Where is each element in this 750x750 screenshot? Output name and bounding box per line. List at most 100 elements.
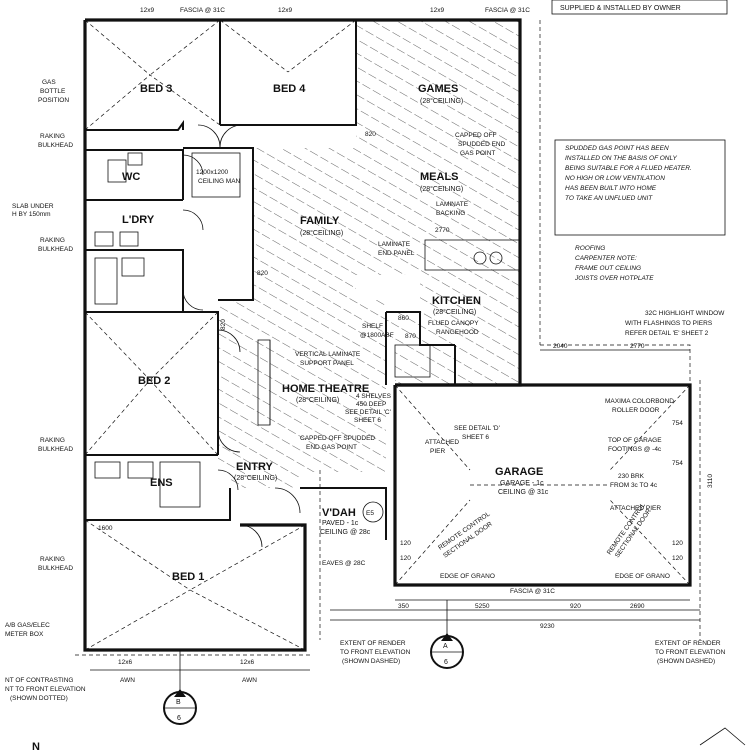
room-kitchen-ceiling: (28°CEILING)	[433, 308, 476, 316]
note-raking-3b: BULKHEAD	[38, 446, 73, 453]
room-garage: GARAGE	[495, 466, 543, 478]
note-gas-point-3: BEING SUITABLE FOR A FLUED HEATER.	[565, 165, 692, 172]
note-shelf-1: SHELF	[362, 323, 383, 330]
section-markers	[163, 501, 746, 746]
note-gas-point-4: NO HIGH OR LOW VENTILATION	[565, 175, 665, 182]
dimension-lines	[90, 0, 728, 671]
room-ensuite: ENS	[150, 477, 173, 489]
note-laminate-end-1: LAMINATE	[378, 241, 411, 248]
dim-2770-b: 2770	[630, 343, 645, 350]
section-b-letter: B	[176, 699, 181, 706]
room-bed-3: BED 3	[140, 83, 172, 95]
note-garage-top-2: FOOTINGS @ -4c	[608, 446, 662, 453]
section-a-number: 6	[444, 659, 448, 666]
owner-note: SUPPLIED & INSTALLED BY OWNER	[560, 5, 681, 12]
note-fascia-top-1: FASCIA @ 31C	[180, 7, 225, 14]
note-raking-1b: BULKHEAD	[38, 142, 73, 149]
north-label: N	[32, 741, 40, 750]
note-extent-left-1: EXTENT OF RENDER	[340, 640, 406, 647]
note-capped-1c: GAS POINT	[460, 150, 495, 157]
room-family-ceiling: (28°CEILING)	[300, 229, 343, 237]
note-edge-grano-2: EDGE OF GRANO	[615, 573, 670, 580]
note-gas-bottle-3: POSITION	[38, 97, 69, 104]
note-roofing-3: FRAME OUT CEILING	[575, 265, 641, 272]
note-roofing-1: ROOFING	[575, 245, 605, 252]
dim-3110: 3110	[707, 474, 714, 488]
note-raking-1a: RAKING	[40, 133, 65, 140]
dim-12x9-c: 12x9	[430, 7, 444, 14]
dim-120-c: 120	[672, 540, 683, 547]
note-laminate-end-2: END PANEL	[378, 250, 415, 257]
room-home-theatre-ceiling: (28°CEILING)	[296, 396, 339, 404]
section-b-number: 6	[177, 715, 181, 722]
dim-870: 870	[405, 333, 416, 340]
dim-820-c: 820	[220, 319, 227, 330]
room-garage-sub1: GARAGE - 1c	[500, 480, 544, 487]
note-meter-box-2: METER BOX	[5, 631, 44, 638]
note-contrasting-2: NT TO FRONT ELEVATION	[5, 686, 86, 693]
dim-5250: 5250	[475, 603, 490, 610]
room-bed-4: BED 4	[273, 83, 306, 95]
dim-820-b: 820	[365, 131, 376, 138]
note-extent-left-3: (SHOWN DASHED)	[342, 658, 400, 665]
room-garage-sub2: CEILING @ 31c	[498, 489, 549, 496]
note-extent-right-3: (SHOWN DASHED)	[657, 658, 715, 665]
room-meals: MEALS	[420, 171, 459, 183]
note-detail-d-2: SHEET 6	[462, 434, 489, 441]
room-verandah: V'DAH	[322, 507, 356, 519]
note-vertical-laminate-2: SUPPORT PANEL	[300, 360, 354, 367]
note-extent-right-2: TO FRONT ELEVATION	[655, 649, 726, 656]
dim-2690: 2690	[630, 603, 645, 610]
note-attached-pier-1b: PIER	[430, 448, 445, 455]
note-gas-point-1: SPUDDED GAS POINT HAS BEEN	[565, 145, 669, 152]
note-attached-pier-2: ATTACHED PIER	[610, 505, 661, 512]
dim-awn-a: AWN	[120, 677, 135, 684]
note-roller-door-1: MAXIMA COLORBOND	[605, 398, 674, 405]
dim-12x6-a: 12x6	[118, 659, 132, 666]
note-gas-point-5: HAS BEEN BUILT INTO HOME	[565, 185, 657, 192]
dim-1600: 1600	[98, 525, 113, 532]
tag-e5: E5	[366, 510, 374, 517]
note-shelves-1: 4 SHELVES	[356, 393, 392, 400]
note-raking-4a: RAKING	[40, 556, 65, 563]
note-shelf-2: @1800ABF	[360, 332, 394, 339]
note-canopy-2: RANGEHOOD	[436, 329, 479, 336]
dim-9230: 9230	[540, 623, 555, 630]
ridge-lines	[75, 19, 701, 656]
room-entry-ceiling: (28°CEILING)	[234, 474, 277, 482]
note-garage-top-1: TOP OF GARAGE	[608, 437, 662, 444]
dim-2770-a: 2770	[435, 227, 450, 234]
note-capped-2b: END GAS POINT	[306, 444, 357, 451]
note-shelves-2: 450 DEEP	[356, 401, 386, 408]
note-vertical-laminate-1: VERTICAL LAMINATE	[295, 351, 361, 358]
room-home-theatre: HOME THEATRE	[282, 383, 369, 395]
fixtures	[94, 124, 521, 548]
dim-2040: 2040	[553, 343, 568, 350]
hatched-ceiling-areas	[218, 20, 520, 488]
note-meter-box-1: A/B GAS/ELEC	[5, 622, 50, 629]
dim-920: 920	[570, 603, 581, 610]
room-verandah-sub2: CEILING @ 28c	[320, 529, 371, 536]
note-roofing-4: JOISTS OVER HOTPLATE	[574, 275, 654, 282]
note-window-1: 32C HIGHLIGHT WINDOW	[645, 310, 725, 317]
dim-754-b: 754	[672, 460, 683, 467]
note-shelves-3: SEE DETAIL 'C'	[345, 409, 391, 416]
note-extent-left-2: TO FRONT ELEVATION	[340, 649, 411, 656]
note-raking-2b: BULKHEAD	[38, 246, 73, 253]
note-garage-slab-2: FROM 3c TO 4c	[610, 482, 658, 489]
note-edge-grano-1: EDGE OF GRANO	[440, 573, 495, 580]
dim-12x9-b: 12x9	[278, 7, 292, 14]
note-slab-under-2: H BY 150mm	[12, 211, 51, 218]
note-window-2: WITH FLASHINGS TO PIERS	[625, 320, 713, 327]
note-canopy-1: FLUED CANOPY	[428, 320, 479, 327]
room-kitchen: KITCHEN	[432, 295, 481, 307]
note-extent-right-1: EXTENT OF RENDER	[655, 640, 721, 647]
room-games-ceiling: (28°CEILING)	[420, 97, 463, 105]
note-roller-door-2: ROLLER DOOR	[612, 407, 660, 414]
room-wc: WC	[122, 171, 140, 183]
dim-ceiling-man: CEILING MAN	[198, 178, 241, 185]
room-bed-2: BED 2	[138, 375, 170, 387]
room-family: FAMILY	[300, 215, 340, 227]
note-eaves-verandah: EAVES @ 28C	[322, 560, 366, 567]
